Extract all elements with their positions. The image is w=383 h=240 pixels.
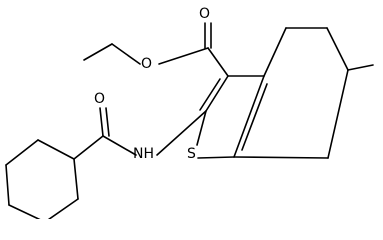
bond-c2-s xyxy=(196,110,207,146)
label-mask-o-ester xyxy=(140,55,154,73)
bond-c2-to-nh xyxy=(156,110,207,156)
bond-amide-carbonyl xyxy=(99,107,104,137)
bond-cyclohexane-5 xyxy=(47,198,79,219)
bond-carbonyl-to-ester-oxygen xyxy=(158,47,209,65)
bond-cyclohexane-6 xyxy=(73,158,79,200)
bond-s-c7a xyxy=(197,156,235,159)
bond-cyclohexane-2 xyxy=(5,139,39,166)
bond-c7a-c3a-double xyxy=(241,83,268,151)
bond-c7a-c3a xyxy=(233,75,265,158)
bond-c6-methyl xyxy=(347,64,374,71)
bond-c3-c2 xyxy=(205,75,229,112)
bond-cyclohexane-1 xyxy=(37,139,75,160)
nitrogen-label: NH xyxy=(133,146,154,162)
bond-cyclohexane-4 xyxy=(8,204,41,219)
bond-cyclohexane-3 xyxy=(5,164,10,206)
structure-canvas: O O O S NH xyxy=(5,5,374,219)
bond-c5-c6 xyxy=(326,27,349,71)
bond-carbonyl-to-cyclohexyl xyxy=(73,135,104,160)
bond-ester-oxygen-to-ethyl xyxy=(111,43,141,65)
bond-ethyl-terminal xyxy=(83,43,113,61)
label-mask-s xyxy=(185,146,198,164)
label-mask-nh xyxy=(132,146,160,164)
bond-nh-to-carbonyl xyxy=(102,135,137,156)
oxygen-label-carbonyl: O xyxy=(199,6,210,22)
label-mask-o-amide xyxy=(93,90,107,108)
bond-carbonyl-to-ring xyxy=(207,47,229,77)
sulfur-label: S xyxy=(187,146,196,162)
bond-c6-c7 xyxy=(327,69,349,159)
oxygen-label-amide: O xyxy=(94,91,105,107)
label-mask-o-top xyxy=(198,5,212,23)
bond-amide-carbonyl-double xyxy=(105,107,110,137)
bond-c7-c7a xyxy=(233,156,329,159)
molecule-structure: O O O S NH xyxy=(5,5,374,219)
oxygen-label-ester: O xyxy=(141,56,152,72)
bond-c3-c2-double xyxy=(199,78,221,111)
bond-c3a-c4 xyxy=(263,27,287,77)
